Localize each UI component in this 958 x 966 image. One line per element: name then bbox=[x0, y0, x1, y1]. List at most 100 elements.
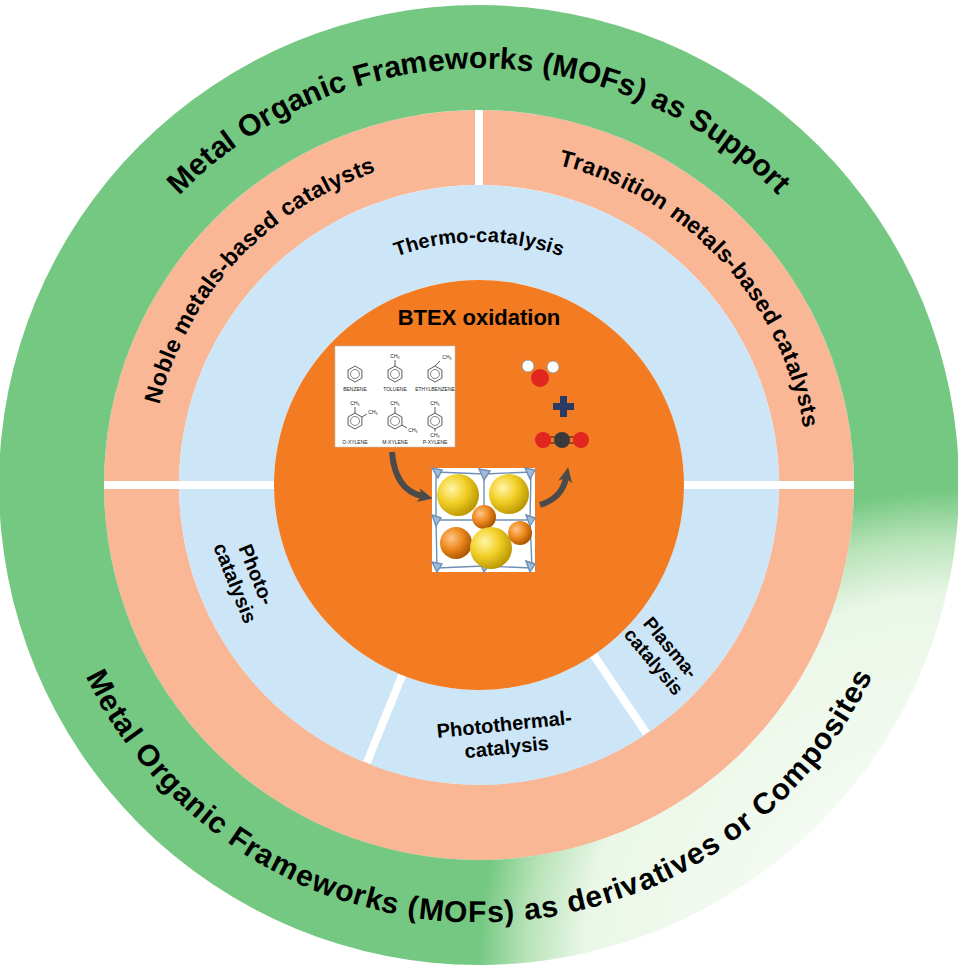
node-label: BTEX oxidation bbox=[398, 305, 561, 330]
glyph: g bbox=[153, 763, 189, 799]
glyph: - bbox=[720, 251, 744, 273]
molecule-panel bbox=[335, 346, 455, 447]
glyph: p bbox=[731, 135, 766, 172]
glyph: i bbox=[608, 872, 627, 906]
bond-line bbox=[435, 429, 436, 432]
glyph: s bbox=[202, 262, 230, 288]
benzene-ring bbox=[388, 413, 402, 429]
glyph: a bbox=[280, 81, 309, 118]
glyph: l bbox=[197, 273, 221, 293]
oxygen-atom bbox=[535, 432, 551, 448]
glyph: d bbox=[257, 206, 284, 235]
glyph: i bbox=[617, 168, 634, 194]
glyph: O bbox=[574, 54, 605, 92]
framework-node bbox=[479, 469, 490, 480]
glyph bbox=[123, 729, 154, 756]
glyph: o bbox=[803, 723, 840, 757]
outer-ring-shape bbox=[0, 5, 958, 965]
glyph: r bbox=[597, 875, 618, 910]
glyph bbox=[660, 195, 680, 219]
glyph: t bbox=[623, 172, 641, 198]
ring-label: Transition metals-based catalysts bbox=[553, 145, 824, 434]
glyph: s bbox=[742, 281, 770, 306]
glyph: t bbox=[185, 290, 210, 310]
glyph: o bbox=[761, 771, 797, 807]
glyph: c bbox=[275, 194, 300, 222]
aromatic-ring bbox=[391, 417, 400, 426]
glyph: e bbox=[416, 229, 432, 253]
glyph: s bbox=[791, 390, 819, 409]
glyph: e bbox=[581, 878, 606, 914]
glyph: i bbox=[194, 799, 221, 830]
glyph: a bbox=[305, 175, 328, 203]
glyph: e bbox=[833, 679, 870, 710]
glyph: y bbox=[523, 228, 538, 252]
carbon-atom bbox=[554, 432, 570, 448]
glyph: r bbox=[252, 98, 279, 132]
glyph: o bbox=[469, 41, 487, 74]
glyph: C bbox=[745, 784, 783, 823]
glyph: c bbox=[201, 805, 234, 841]
mof-panel bbox=[432, 468, 535, 572]
glyph: k bbox=[362, 881, 386, 917]
glyph: k bbox=[499, 42, 518, 76]
glyph: s bbox=[538, 889, 560, 924]
glyph: r bbox=[759, 161, 790, 193]
framework-node bbox=[432, 515, 441, 526]
glyph: e bbox=[749, 292, 777, 316]
glyph: a bbox=[781, 357, 809, 378]
mof-framework bbox=[432, 468, 535, 572]
ring-segment-shape bbox=[179, 489, 398, 762]
glyph: t bbox=[794, 403, 820, 416]
glyph: n bbox=[179, 787, 215, 824]
glyph: d bbox=[563, 883, 588, 919]
ring-segment-shape bbox=[597, 489, 779, 731]
glyph: r bbox=[349, 877, 369, 912]
glyph bbox=[555, 887, 570, 921]
glyph: e bbox=[92, 686, 129, 717]
glyph: p bbox=[791, 737, 828, 772]
plus-symbol bbox=[553, 396, 574, 417]
glyph: M bbox=[80, 664, 121, 701]
glyph bbox=[763, 317, 788, 335]
glyph: s bbox=[550, 236, 568, 260]
glyph: l bbox=[117, 722, 149, 748]
glyph: l bbox=[155, 347, 181, 363]
glyph: o bbox=[636, 179, 661, 208]
glyph: ) bbox=[630, 73, 652, 107]
benzene-ring bbox=[428, 413, 442, 429]
ring-segment bbox=[104, 489, 854, 860]
glyph: m bbox=[437, 225, 457, 249]
ring-label: Metal Organic Frameworks (MOFs) as deriv… bbox=[80, 660, 878, 931]
glyph: i bbox=[656, 852, 678, 885]
glyph: e bbox=[158, 335, 186, 357]
glyph bbox=[223, 118, 249, 150]
glyph: y bbox=[324, 166, 346, 194]
glyph: c bbox=[476, 224, 487, 246]
glyph bbox=[397, 888, 411, 922]
pore-sphere bbox=[470, 527, 512, 569]
glyph: b bbox=[725, 258, 753, 285]
glyph: - bbox=[210, 255, 234, 277]
framework-node bbox=[432, 468, 442, 478]
glyph: M bbox=[417, 891, 446, 927]
molecule-drawings bbox=[348, 360, 442, 432]
glyph: n bbox=[592, 157, 614, 186]
oxygen-atom bbox=[573, 432, 589, 448]
glyph: s bbox=[534, 231, 550, 255]
glyph: n bbox=[648, 187, 673, 216]
benzene-ring bbox=[388, 366, 402, 382]
glyph: a bbox=[166, 776, 201, 811]
pore-sphere bbox=[472, 505, 496, 529]
aromatic-ring bbox=[351, 417, 360, 426]
glyph: a bbox=[488, 224, 500, 247]
glyph: F bbox=[223, 820, 257, 858]
bond-line bbox=[402, 425, 407, 428]
hydrogen-atom bbox=[547, 361, 559, 373]
glyph: s bbox=[814, 709, 851, 741]
center-circle-shape bbox=[274, 280, 684, 690]
ring-segment-shape bbox=[104, 110, 475, 481]
glyph: v bbox=[664, 844, 694, 881]
